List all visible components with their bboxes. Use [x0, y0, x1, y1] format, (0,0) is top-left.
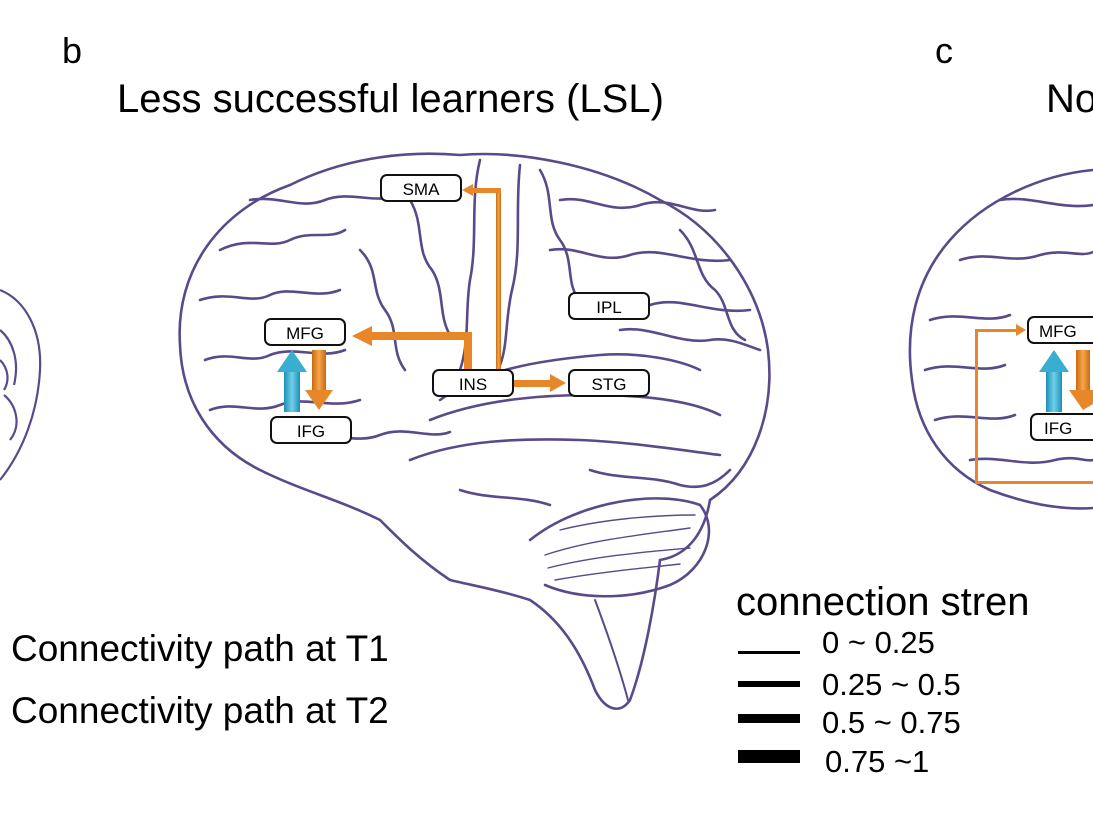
path-ins-sma-vertical [496, 190, 501, 370]
path-mfg-ifg-arrowhead [305, 390, 333, 410]
panel-c-brain [908, 168, 1093, 510]
path-ins-mfg-arrowhead [352, 326, 372, 346]
node-c-mfg: MFG [1027, 316, 1093, 344]
legend-title: connection stren [736, 580, 1030, 624]
path-loop-bottom [975, 481, 1093, 484]
path-c-ifg-mfg [1046, 370, 1062, 412]
node-c-ifg: IFG [1030, 413, 1093, 441]
panel-b-title: Less successful learners (LSL) [117, 77, 664, 121]
panel-b-letter: b [62, 30, 83, 71]
path-c-mfg-ifg-arrowhead [1069, 390, 1093, 410]
legend-line-2 [738, 681, 800, 687]
path-loop-left [975, 331, 978, 483]
path-ifg-mfg-arrowhead [277, 350, 307, 372]
path-mfg-ifg [312, 350, 326, 392]
node-sma: SMA [380, 174, 462, 202]
path-ins-sma-horizontal [470, 188, 501, 193]
legend-item-3: 0.5 ~ 0.75 [822, 705, 961, 740]
path-loop-top [975, 329, 1020, 332]
path-ins-mfg-horizontal [368, 332, 472, 340]
panel-c-paths [975, 324, 1093, 484]
path-loop-arrowhead [1016, 324, 1026, 336]
node-stg: STG [568, 369, 650, 397]
panel-c-title: No [1046, 77, 1093, 121]
path-ins-sma-arrowhead [462, 184, 473, 196]
node-mfg: MFG [264, 318, 346, 346]
path-ins-mfg-vertical [464, 333, 472, 371]
legend-item-4: 0.75 ~1 [825, 744, 930, 779]
path-ins-stg-arrowhead [550, 374, 566, 392]
path-c-mfg-ifg [1076, 350, 1090, 392]
legend-line-4 [738, 750, 800, 763]
node-ipl: IPL [568, 292, 650, 320]
node-ins: INS [432, 369, 514, 397]
path-ifg-mfg [284, 370, 300, 412]
legend-item-2: 0.25 ~ 0.5 [822, 667, 961, 702]
panel-a-brain-fragment [0, 288, 42, 481]
panel-b-t2-paths [305, 184, 566, 410]
path-ins-stg [512, 380, 558, 387]
label-path-t1: Connectivity path at T1 [11, 628, 389, 669]
legend-line-1 [738, 651, 800, 654]
path-c-ifg-mfg-arrowhead [1039, 350, 1069, 372]
panel-b-brain [178, 152, 771, 710]
legend-line-3 [738, 714, 800, 723]
panel-c-letter: c [935, 30, 953, 71]
panel-b-t1-paths [277, 350, 307, 412]
node-ifg: IFG [270, 416, 352, 444]
legend-item-1: 0 ~ 0.25 [822, 625, 935, 660]
label-path-t2: Connectivity path at T2 [11, 690, 389, 731]
